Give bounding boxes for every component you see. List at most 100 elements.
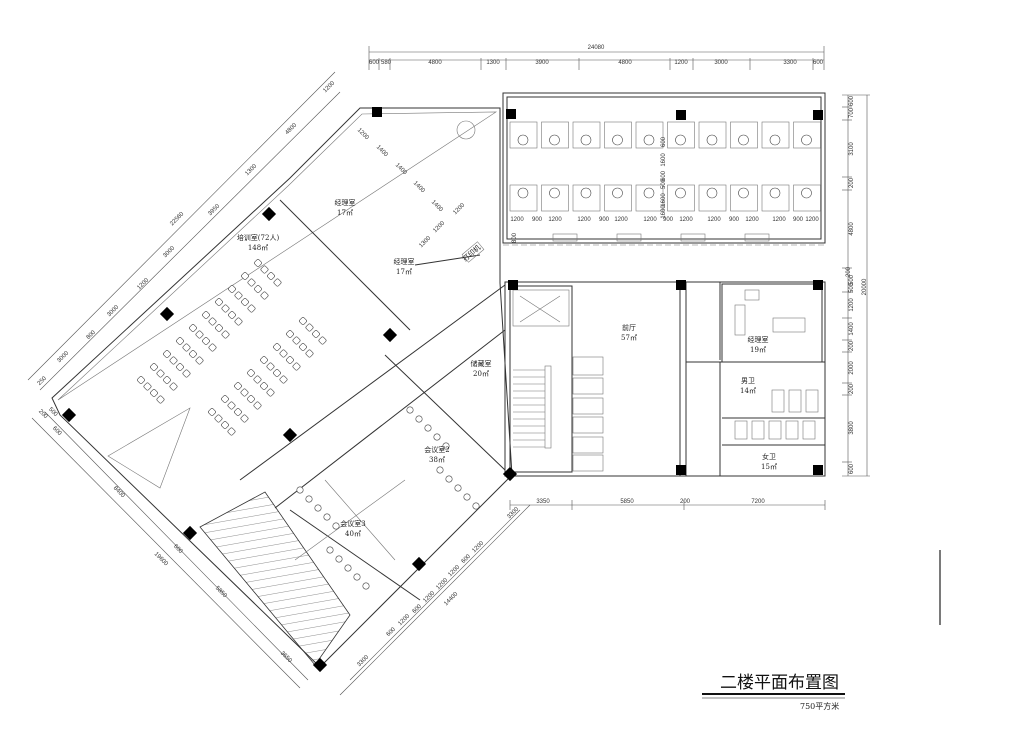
office-chair bbox=[549, 134, 560, 146]
dim-label: 1600 bbox=[661, 193, 667, 207]
office-chair bbox=[580, 187, 592, 199]
drawing-area: 750平方米 bbox=[800, 701, 839, 711]
meeting-chair bbox=[472, 502, 480, 510]
training-chair bbox=[247, 369, 255, 377]
workstation-desk bbox=[572, 184, 601, 212]
dim-label: 5850 bbox=[620, 499, 634, 505]
meeting-chair bbox=[296, 486, 304, 494]
dim-label: 3000 bbox=[714, 60, 728, 66]
training-chair bbox=[208, 343, 217, 352]
dim-label: 1200 bbox=[772, 217, 786, 223]
left-dimension: 22560 1200 4800 1300 3950 3000 1200 3000… bbox=[27, 71, 341, 391]
training-chair bbox=[228, 285, 236, 293]
training-chair bbox=[227, 401, 236, 410]
room-manager2-area: 17㎡ bbox=[396, 268, 412, 276]
training-chair bbox=[254, 259, 262, 267]
drawing-title-block: 二楼平面布置图 750平方米 bbox=[702, 673, 845, 711]
workstation-desk bbox=[698, 121, 727, 149]
office-chair bbox=[643, 187, 655, 199]
dim-label: 1400 bbox=[430, 199, 444, 213]
dim-label: 600 bbox=[661, 136, 667, 147]
workstation-desk bbox=[793, 121, 821, 149]
dim-label: 900 bbox=[793, 217, 804, 223]
training-chair bbox=[312, 330, 320, 338]
dim-label: 1200 bbox=[435, 577, 449, 591]
office-chair bbox=[517, 187, 529, 199]
dim-label: 900 bbox=[599, 217, 610, 223]
training-chair bbox=[318, 336, 327, 345]
dim-label: 1200 bbox=[805, 217, 819, 223]
dim-label: 700 bbox=[849, 107, 855, 118]
workstation-desk bbox=[509, 184, 538, 212]
office-chair bbox=[738, 134, 749, 146]
dim-label: 3000 bbox=[162, 245, 176, 259]
room-storage-area: 20㎡ bbox=[473, 370, 489, 378]
workstation-desk bbox=[604, 121, 632, 149]
dim-label: 200 bbox=[37, 409, 49, 421]
workstation-desk bbox=[730, 121, 758, 149]
dim-label: 1200 bbox=[548, 217, 562, 223]
dim-label: 7200 bbox=[751, 499, 765, 505]
dim-label: 4800 bbox=[849, 222, 855, 236]
office-chair bbox=[612, 134, 623, 146]
office-chair bbox=[801, 187, 812, 199]
dim-top-total: 24080 bbox=[588, 45, 605, 51]
meeting-chair bbox=[314, 504, 322, 512]
training-chair bbox=[234, 291, 243, 300]
dim-label: 200 bbox=[849, 340, 855, 351]
workstation-desk bbox=[604, 184, 632, 212]
meeting-chair bbox=[463, 493, 471, 501]
meeting-chair bbox=[332, 522, 340, 530]
training-chair bbox=[247, 278, 256, 287]
training-chair bbox=[299, 317, 307, 325]
dim-label: 2000 bbox=[849, 361, 855, 375]
dim-label: 4800 bbox=[618, 60, 632, 66]
left-wing bbox=[51, 107, 513, 668]
toilet-stall bbox=[734, 420, 748, 440]
office-chair bbox=[675, 187, 686, 199]
dim-label: 900 bbox=[729, 217, 740, 223]
workstation-desk bbox=[509, 121, 538, 149]
training-chair bbox=[189, 350, 197, 358]
training-chair bbox=[247, 304, 256, 313]
meeting-chair bbox=[442, 442, 450, 450]
training-chair bbox=[234, 408, 242, 416]
dim-label: 1200 bbox=[452, 202, 466, 216]
training-chair bbox=[195, 356, 204, 365]
training-chair bbox=[286, 330, 294, 338]
dim-label: 1400 bbox=[412, 180, 426, 194]
meeting-chair bbox=[445, 475, 453, 483]
dim-label: 600 bbox=[412, 603, 424, 615]
workstation-desk bbox=[541, 121, 569, 149]
dim-label: 5850 bbox=[214, 585, 228, 599]
office-chair bbox=[549, 187, 560, 199]
training-chair bbox=[266, 362, 275, 371]
workstation-desk bbox=[793, 184, 821, 212]
dim-label: 600 bbox=[172, 544, 184, 556]
training-chair bbox=[253, 375, 262, 384]
dim-label: 1300 bbox=[486, 60, 500, 66]
dim-label: 200 bbox=[849, 383, 855, 394]
training-chair bbox=[143, 382, 152, 391]
dim-label: 1600 bbox=[661, 205, 667, 219]
dim-label: 3900 bbox=[535, 60, 549, 66]
meeting-chair bbox=[454, 484, 462, 492]
training-chair bbox=[221, 421, 229, 429]
meeting-chair bbox=[305, 495, 313, 503]
bottom-dimension: 3350 5850 200 7200 bbox=[509, 499, 826, 510]
dim-label: 1200 bbox=[397, 613, 411, 627]
training-chair bbox=[292, 362, 301, 371]
dim-label: 500 bbox=[849, 282, 855, 293]
drawing-title: 二楼平面布置图 bbox=[720, 673, 839, 693]
training-chair bbox=[260, 356, 268, 364]
dim-label: 600 bbox=[813, 60, 824, 66]
training-chair bbox=[253, 401, 262, 410]
office-chair bbox=[580, 134, 592, 146]
dim-label: 3950 bbox=[207, 203, 221, 217]
dim-left-total: 22560 bbox=[169, 211, 186, 228]
room-women-wc-name: 女卫 bbox=[762, 452, 776, 461]
room-manager1-name: 经理室 bbox=[335, 198, 356, 207]
workstation-desk bbox=[730, 184, 758, 212]
dim-label: 3000 bbox=[106, 304, 120, 318]
structural-columns bbox=[61, 107, 823, 673]
